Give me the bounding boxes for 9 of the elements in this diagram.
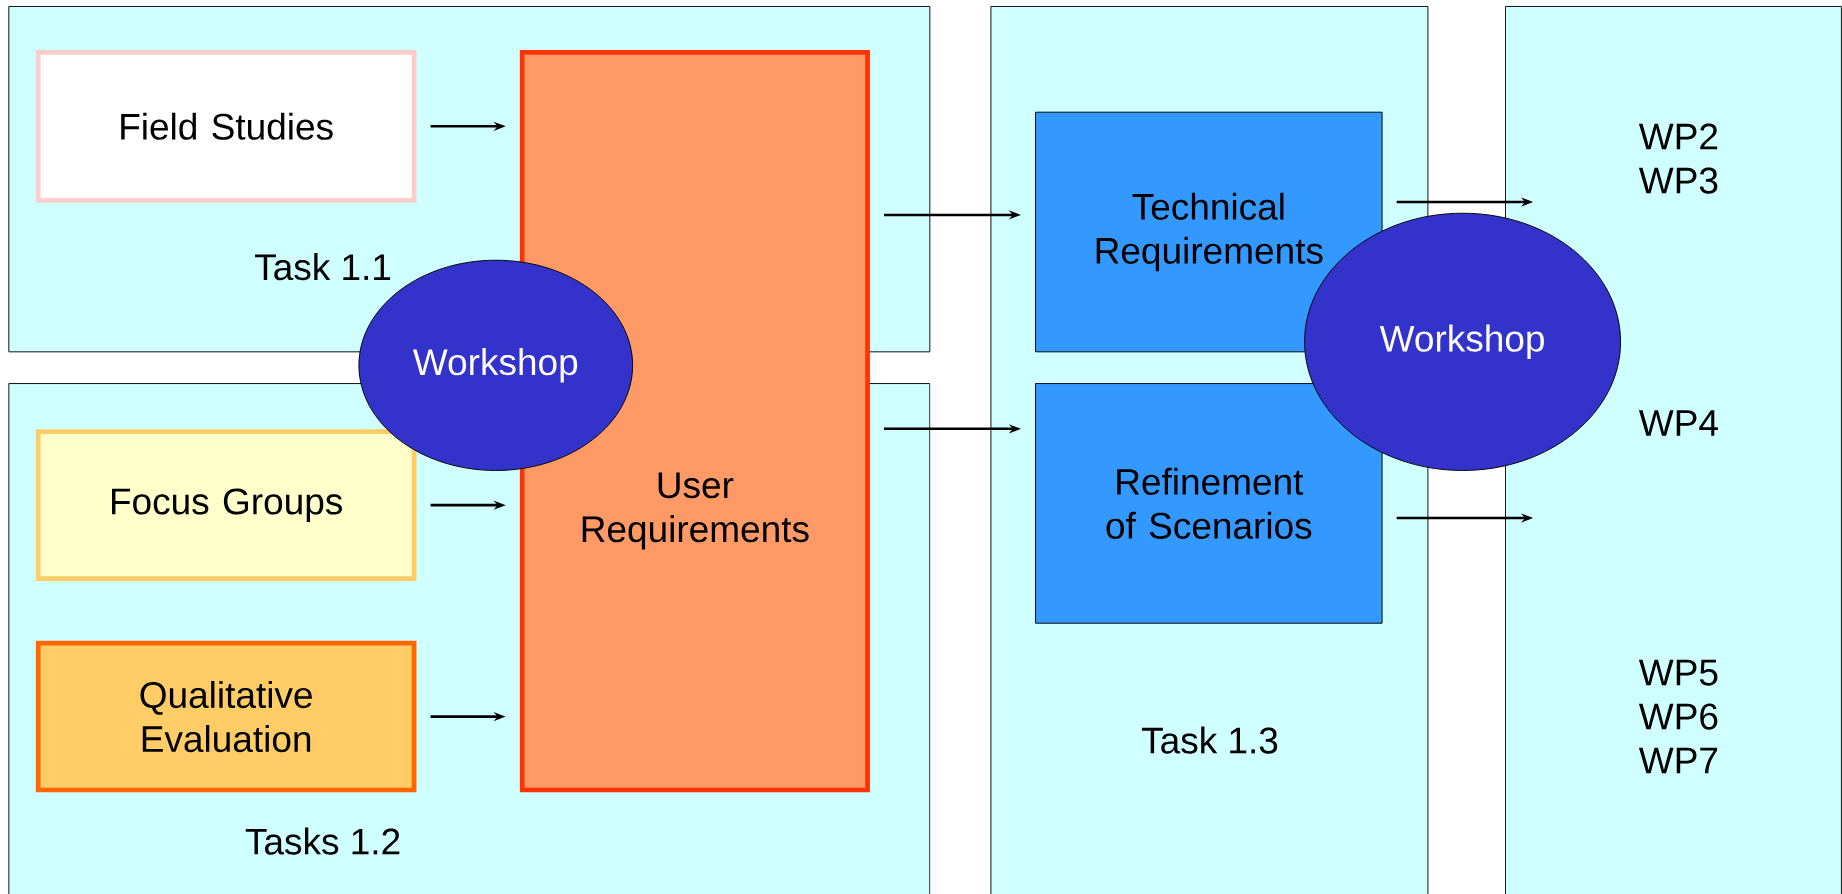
- panel-label: WP5 WP6 WP7: [1638, 659, 1718, 774]
- process-box: Refinement of Scenarios: [1035, 383, 1383, 624]
- panel-label: Task 1.3: [1141, 726, 1278, 754]
- panel-label: WP4: [1638, 410, 1718, 436]
- process-box: Qualitative Evaluation: [35, 640, 417, 793]
- process-box: Focus Groups: [35, 429, 417, 581]
- panel-label: WP2 WP3: [1638, 123, 1718, 194]
- panel-label: Tasks 1.2: [245, 827, 400, 855]
- process-box: Field Studies: [35, 49, 417, 203]
